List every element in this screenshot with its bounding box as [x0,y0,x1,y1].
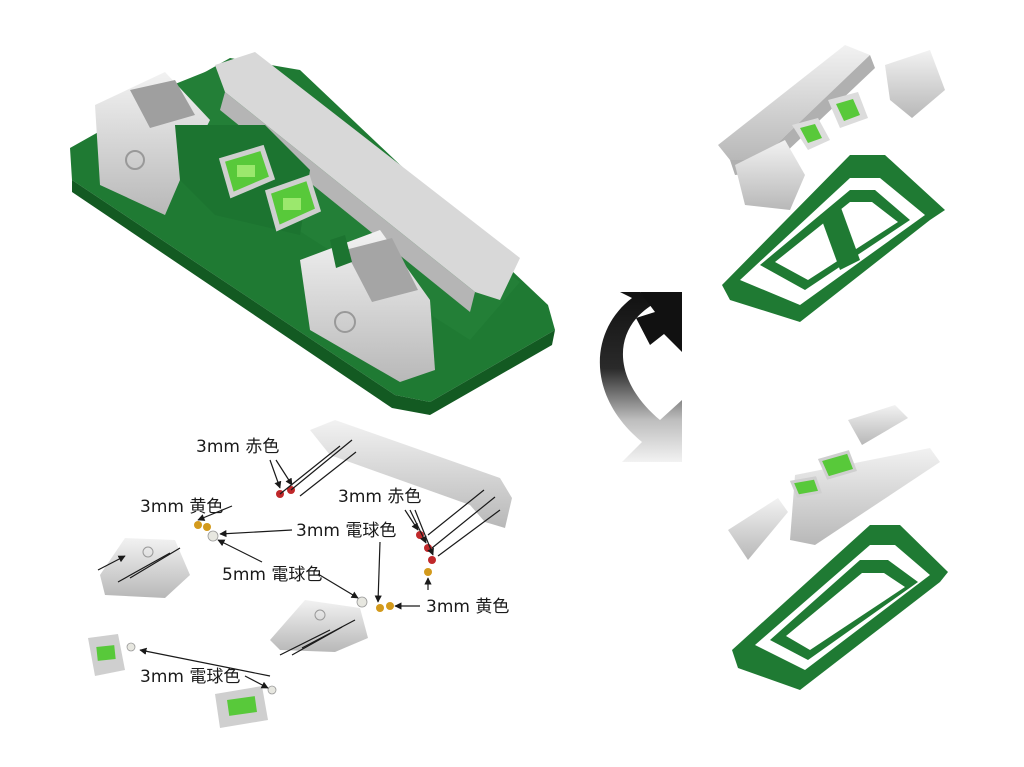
bulb-clear-icon [126,530,368,695]
lightbar-exploded-view-bottom-icon [728,405,948,690]
lightbar-exploded-view-top-icon [718,45,945,322]
label-3mm-yellow-left: 3mm 黄色 [140,497,223,517]
label-5mm-bulb: 5mm 電球色 [222,565,322,585]
label-3mm-red-top: 3mm 赤色 [196,437,279,457]
label-3mm-bulb-mid: 3mm 電球色 [296,521,396,541]
left-pod-part [100,538,190,598]
roof-cover-part [310,420,512,528]
label-3mm-bulb-bottom: 3mm 電球色 [140,667,240,687]
label-3mm-yellow-right: 3mm 黄色 [426,597,509,617]
rotate-arrow-icon [599,292,682,462]
label-3mm-red-right: 3mm 赤色 [338,487,421,507]
right-pod-part [270,600,368,652]
green-lightbar-assembled-icon [70,52,555,415]
bulb-wiring-diagram: 3mm 赤色 3mm 黄色 3mm 電球色 3mm 赤色 5mm 電球色 3mm… [88,420,512,728]
bulb-yellow-icon [194,521,432,612]
